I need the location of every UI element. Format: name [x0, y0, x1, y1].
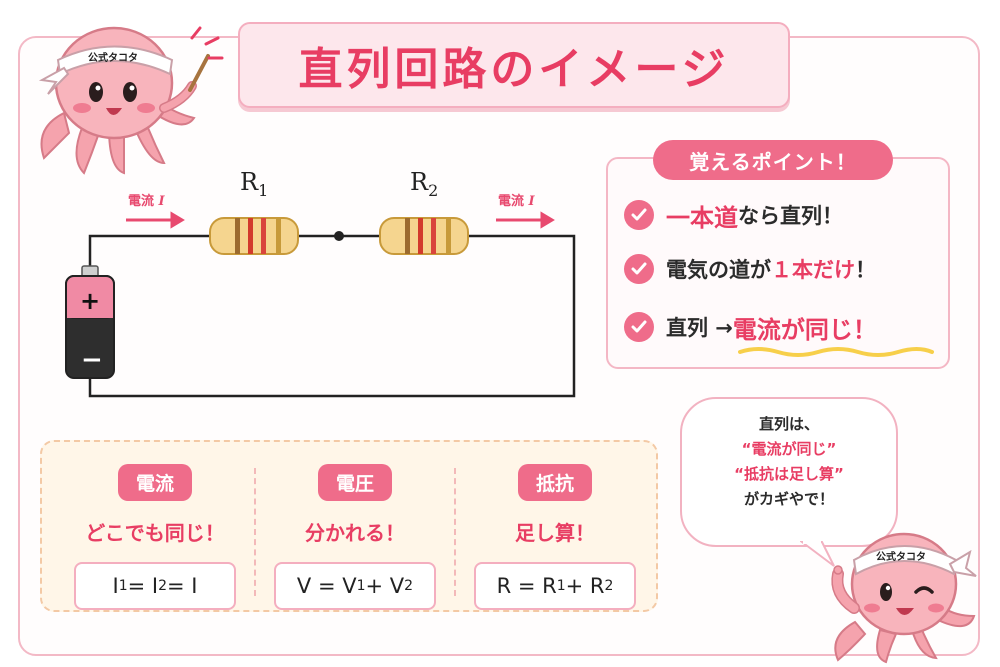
current-label-right: 電流 I — [498, 194, 535, 209]
current-tag: 電流 — [117, 464, 192, 501]
resistor-r1-icon — [209, 217, 299, 255]
current-arrow-left-icon — [126, 211, 185, 229]
voltage-desc: 分かれる！ — [305, 521, 405, 545]
current-label-left: 電流 I — [128, 194, 165, 209]
page-title: 直列回路のイメージ — [298, 44, 730, 95]
bubble-line-2: “電流が同じ” — [741, 440, 837, 458]
resistor-r2-icon — [379, 217, 469, 255]
title-plate: 直列回路のイメージ — [238, 22, 790, 108]
mascot-top-icon: 公式タコタ — [38, 26, 224, 175]
check-icon — [624, 312, 654, 342]
battery-plus: + — [80, 287, 100, 315]
points-header: 覚えるポイント！ — [653, 140, 893, 180]
bubble-line-4: がカギやで！ — [743, 490, 834, 508]
battery-minus: − — [81, 345, 103, 375]
current-desc: どこでも同じ！ — [85, 521, 225, 545]
speech-bubble: 直列は、 “電流が同じ” “抵抗は足し算” がカギやで！ — [680, 397, 898, 547]
divider-2 — [454, 468, 456, 596]
check-icon — [624, 254, 654, 284]
junction-node — [334, 231, 344, 241]
current-arrow-right-icon — [496, 211, 555, 229]
bubble-line-1: 直列は、 — [758, 415, 819, 433]
battery-icon — [65, 265, 115, 379]
highlight-underline — [738, 347, 934, 357]
band-text: 公式タコタ — [88, 51, 138, 64]
r1-label: R1 — [240, 168, 269, 200]
point-item-1: 一本道なら直列！ — [624, 198, 843, 232]
check-icon — [624, 200, 654, 230]
band-text-bottom: 公式タコタ — [876, 550, 926, 563]
points-box — [606, 157, 950, 369]
mascot-bottom-icon: 公式タコタ — [831, 532, 977, 664]
voltage-tag: 電圧 — [317, 464, 392, 501]
point-item-3: 直列 → 電流が同じ！ — [624, 310, 877, 344]
circuit-diagram: + − — [65, 211, 576, 398]
bubble-line-3: “抵抗は足し算” — [734, 465, 844, 483]
resistance-desc: 足し算！ — [515, 521, 595, 545]
resistance-tag: 抵抗 — [517, 464, 592, 501]
r2-label: R2 — [410, 168, 439, 200]
bubble-tail-icon — [800, 540, 835, 567]
divider-1 — [254, 468, 256, 596]
